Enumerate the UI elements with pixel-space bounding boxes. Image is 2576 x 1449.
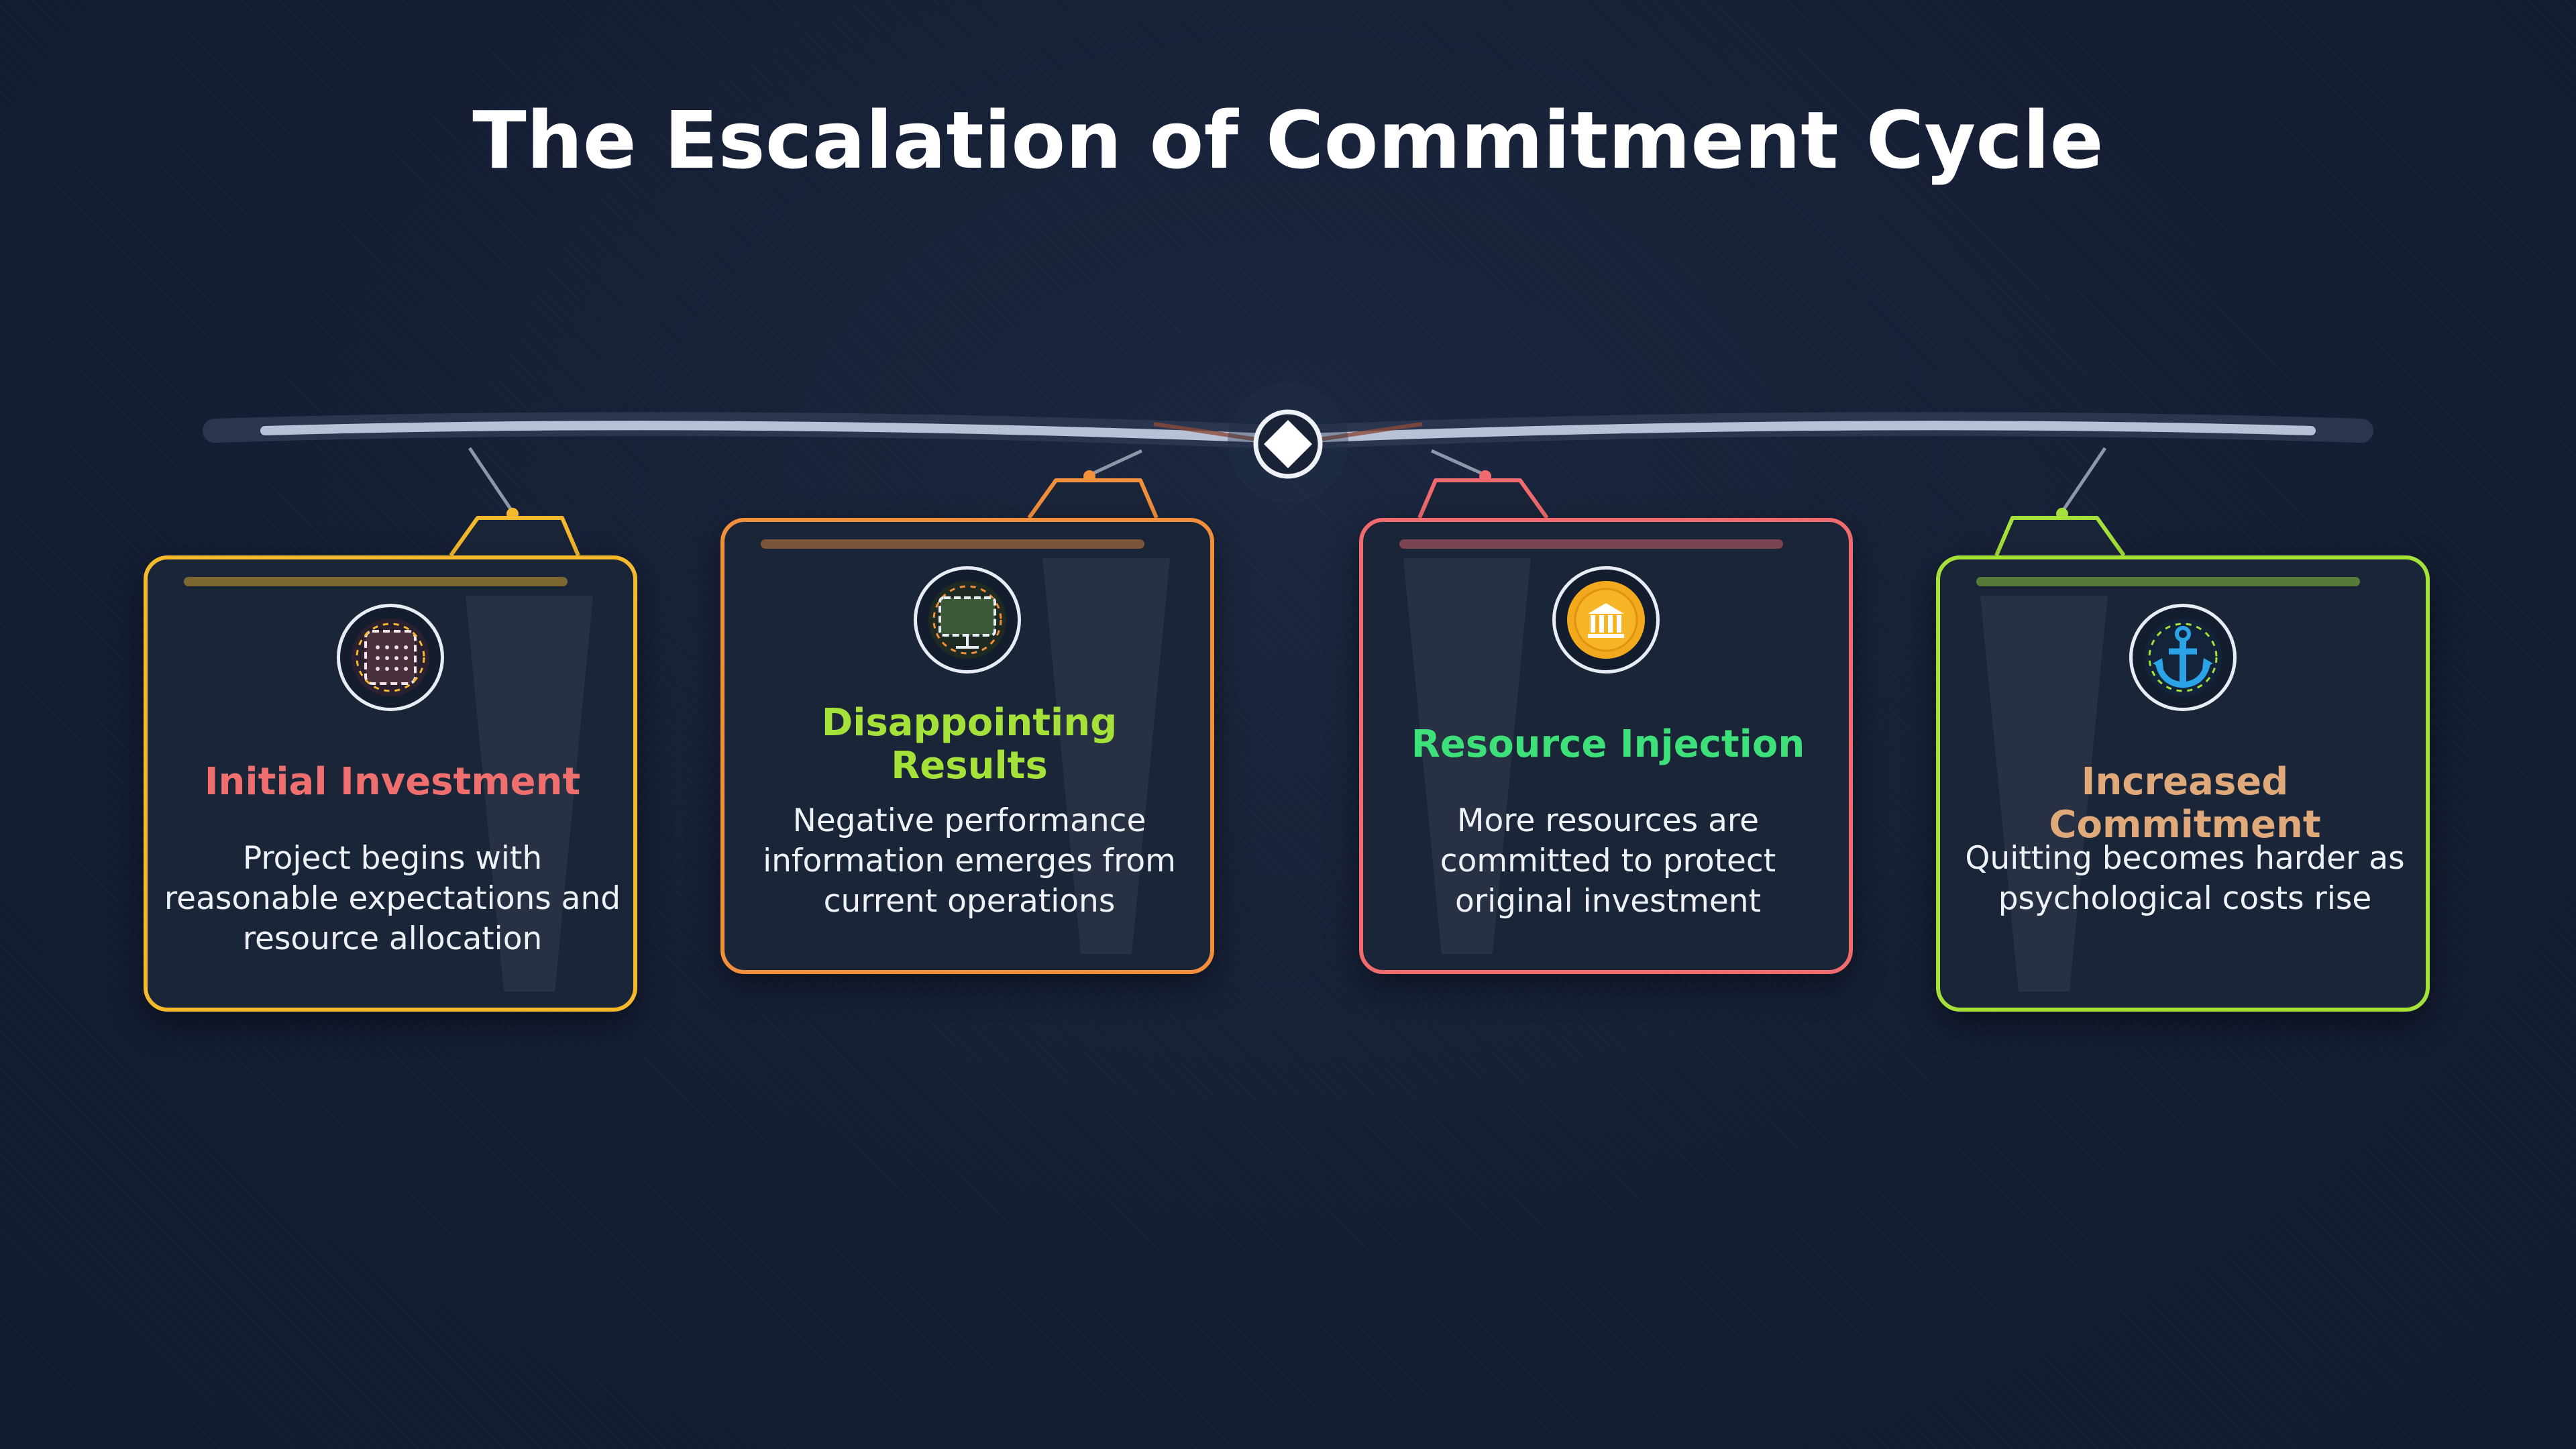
stage-description: Negative performance information emerges… <box>763 802 1176 920</box>
card-top-bar <box>1976 577 2360 586</box>
stage-title: Increased Commitment <box>2049 760 2321 847</box>
page-title: The Escalation of Commitment Cycle <box>472 94 2104 186</box>
card-top-bar <box>184 577 568 586</box>
hanger-1 <box>449 516 580 557</box>
anchor-icon <box>2129 604 2237 711</box>
beam-shadow <box>203 412 2373 450</box>
stage-description: More resources are committed to protect … <box>1440 802 1776 920</box>
calendar-grid-icon <box>337 604 444 711</box>
pivot-ring <box>1253 409 1323 479</box>
stage-title: Initial Investment <box>204 760 581 804</box>
bank-coin-icon <box>1552 566 1660 674</box>
hanger-4 <box>1994 516 2126 557</box>
string-1 <box>468 447 513 511</box>
hanger-1-dot <box>506 508 519 520</box>
beam-accent-right <box>1314 422 1423 442</box>
stage-title: Disappointing Results <box>821 701 1118 788</box>
beam-accent-left <box>1153 422 1262 442</box>
card-top-bar <box>1399 539 1783 549</box>
pivot-glow <box>1228 382 1348 503</box>
stage-description: Quitting becomes harder as psychological… <box>1965 840 2405 917</box>
string-2 <box>1088 449 1143 477</box>
stage-card-disappointing-results: Disappointing Results Negative performan… <box>720 518 1214 974</box>
hanger-3 <box>1417 478 1549 519</box>
hanger-3-dot <box>1479 470 1491 482</box>
hanger-2-dot <box>1083 470 1095 482</box>
stage-card-increased-commitment: Increased Commitment Quitting becomes ha… <box>1936 555 2430 1012</box>
hanger-2 <box>1027 478 1159 519</box>
card-top-bar <box>761 539 1144 549</box>
stage-description: Project begins with reasonable expectati… <box>164 840 621 957</box>
presentation-board-icon <box>914 566 1021 674</box>
stage-card-initial-investment: Initial Investment Project begins with r… <box>144 555 637 1012</box>
string-3 <box>1430 449 1487 477</box>
balance-beam <box>260 421 2316 444</box>
stage-title: Resource Injection <box>1411 722 1805 766</box>
hanger-4-dot <box>2056 508 2068 520</box>
pivot-diamond-icon <box>1264 420 1312 468</box>
stage-card-resource-injection: Resource Injection More resources are co… <box>1359 518 1853 974</box>
string-4 <box>2061 447 2107 511</box>
